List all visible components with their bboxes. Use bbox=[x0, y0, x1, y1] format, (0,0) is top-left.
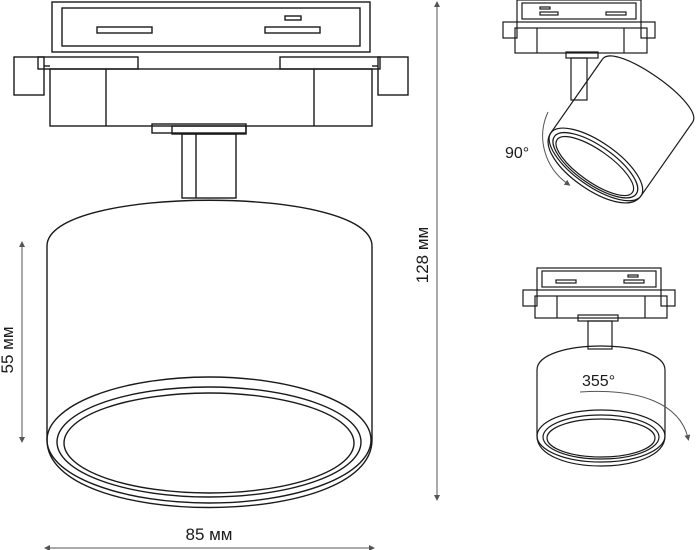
tilt-track-adapter bbox=[502, 0, 656, 54]
track-adapter bbox=[13, 1, 409, 127]
dim-label-height-total: 128 мм bbox=[413, 227, 432, 283]
main-front-view bbox=[13, 1, 409, 509]
rotate-lamp-body bbox=[536, 345, 666, 467]
rotate-track-adapter bbox=[522, 267, 676, 319]
dimension-lines bbox=[19, 0, 440, 550]
tilt-lamp-body bbox=[547, 55, 695, 204]
dim-label-height-body: 55 мм bbox=[0, 326, 17, 373]
lamp-body bbox=[46, 199, 373, 509]
rotate-view bbox=[522, 267, 691, 467]
tilt-arc bbox=[542, 111, 571, 186]
tilt-view bbox=[502, 0, 695, 204]
angle-label-tilt: 90° bbox=[505, 145, 529, 162]
angle-label-rotate: 355° bbox=[582, 373, 615, 390]
stem-connector bbox=[151, 123, 247, 199]
rotate-arc bbox=[579, 390, 691, 441]
dim-label-width-body: 85 мм bbox=[185, 525, 232, 544]
